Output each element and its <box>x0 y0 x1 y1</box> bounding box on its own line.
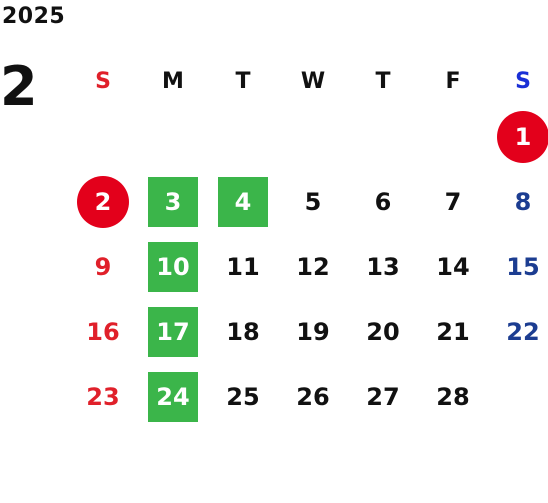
day-cell: 6 <box>348 169 418 234</box>
day-cell: 19 <box>278 299 348 364</box>
day-cell-holiday: 1 <box>488 104 548 169</box>
day-number: 23 <box>86 382 120 411</box>
day-cell-highlighted: 4 <box>208 169 278 234</box>
day-number: 6 <box>374 187 392 216</box>
day-number: 2 <box>77 175 129 228</box>
day-cell: 11 <box>208 234 278 299</box>
day-number: 10 <box>148 241 198 292</box>
day-cell-highlighted: 3 <box>138 169 208 234</box>
calendar-grid: S M T W T F S 1 2 3 4 5 6 7 8 9 10 11 12… <box>68 58 548 429</box>
day-cell: 18 <box>208 299 278 364</box>
day-number: 11 <box>226 252 260 281</box>
day-cell <box>418 104 488 169</box>
day-cell <box>68 104 138 169</box>
month-label: 2 <box>0 55 38 118</box>
day-number <box>77 111 129 163</box>
day-cell: 26 <box>278 364 348 429</box>
day-number: 15 <box>506 252 540 281</box>
day-number: 27 <box>366 382 400 411</box>
weekday-header-sun: S <box>95 68 111 94</box>
day-number: 1 <box>497 110 548 163</box>
day-cell: 22 <box>488 299 548 364</box>
day-cell: 20 <box>348 299 418 364</box>
day-cell: 28 <box>418 364 488 429</box>
day-cell: 7 <box>418 169 488 234</box>
day-cell: 5 <box>278 169 348 234</box>
day-number: 8 <box>514 187 532 216</box>
day-number: 22 <box>506 317 540 346</box>
day-number: 21 <box>436 317 470 346</box>
weekday-header-fri: F <box>445 68 461 94</box>
day-cell-holiday: 2 <box>68 169 138 234</box>
day-cell <box>488 364 548 429</box>
year-label: 2025 <box>2 4 66 29</box>
day-cell: 21 <box>418 299 488 364</box>
day-cell: 9 <box>68 234 138 299</box>
day-cell: 25 <box>208 364 278 429</box>
day-number <box>357 111 409 163</box>
day-cell-highlighted: 10 <box>138 234 208 299</box>
day-cell <box>138 104 208 169</box>
day-cell <box>208 104 278 169</box>
day-number <box>287 111 339 163</box>
day-number: 14 <box>436 252 470 281</box>
day-cell-highlighted: 17 <box>138 299 208 364</box>
day-cell: 23 <box>68 364 138 429</box>
weekday-header-wed: W <box>300 68 326 94</box>
day-cell: 16 <box>68 299 138 364</box>
day-number: 12 <box>296 252 330 281</box>
day-number <box>427 111 479 163</box>
day-cell-highlighted: 24 <box>138 364 208 429</box>
day-number <box>497 371 548 423</box>
day-number: 19 <box>296 317 330 346</box>
day-number: 24 <box>148 371 198 422</box>
day-number: 25 <box>226 382 260 411</box>
day-cell <box>348 104 418 169</box>
day-number: 9 <box>94 252 112 281</box>
day-number: 17 <box>148 306 198 357</box>
day-cell: 27 <box>348 364 418 429</box>
weekday-header-thu: T <box>375 68 391 94</box>
day-cell <box>278 104 348 169</box>
day-number: 5 <box>304 187 322 216</box>
day-number: 26 <box>296 382 330 411</box>
weekday-header-mon: M <box>162 68 184 94</box>
day-number: 3 <box>148 176 198 227</box>
day-number: 13 <box>366 252 400 281</box>
day-cell: 8 <box>488 169 548 234</box>
weekday-header-tue: T <box>235 68 251 94</box>
day-cell: 13 <box>348 234 418 299</box>
day-number: 4 <box>218 176 268 227</box>
day-cell: 15 <box>488 234 548 299</box>
day-number <box>217 111 269 163</box>
day-number: 16 <box>86 317 120 346</box>
day-cell: 12 <box>278 234 348 299</box>
day-cell: 14 <box>418 234 488 299</box>
day-number: 28 <box>436 382 470 411</box>
day-number: 20 <box>366 317 400 346</box>
day-number: 18 <box>226 317 260 346</box>
day-number: 7 <box>444 187 462 216</box>
weekday-header-sat: S <box>515 68 531 94</box>
day-number <box>147 111 199 163</box>
